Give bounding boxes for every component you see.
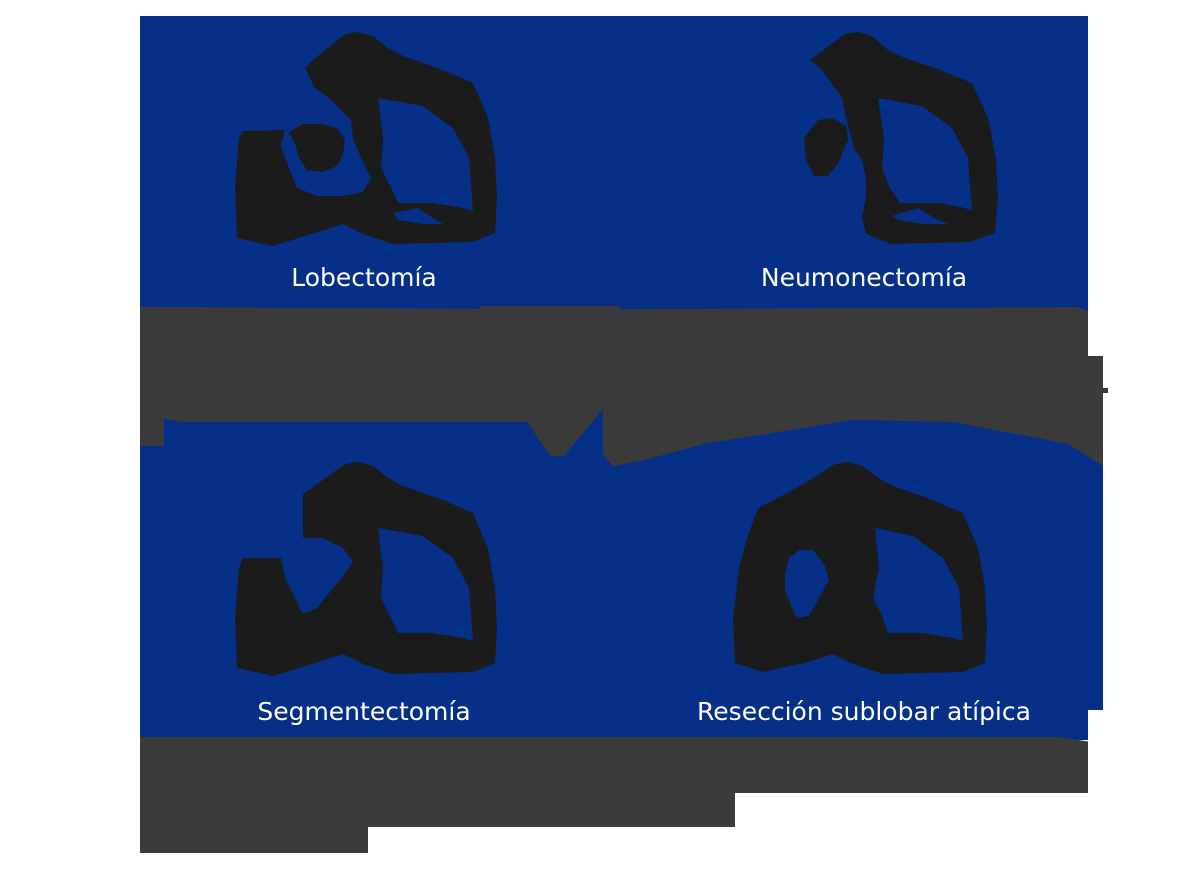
description-segmentectomia-cont — [140, 827, 368, 853]
panel-title: Resección sublobar atípica — [697, 697, 1031, 726]
punctuation-mark — [1103, 388, 1108, 393]
panel-title: Neumonectomía — [760, 263, 968, 292]
lung-segmentectomy-icon — [235, 462, 497, 676]
panel-title: Lobectomía — [291, 263, 437, 292]
lung-lobectomy-icon — [235, 32, 497, 246]
lung-wedge-resection-icon — [733, 462, 987, 674]
description-lobectomia-overflow — [140, 356, 164, 446]
lung-pneumonectomy-icon — [804, 32, 998, 244]
panel-title: Segmentectomía — [257, 697, 471, 726]
description-neumonectomia — [603, 307, 1088, 356]
panel-background-strip — [140, 710, 1088, 740]
description-reseccion-sublobar-atipica — [600, 737, 1088, 793]
